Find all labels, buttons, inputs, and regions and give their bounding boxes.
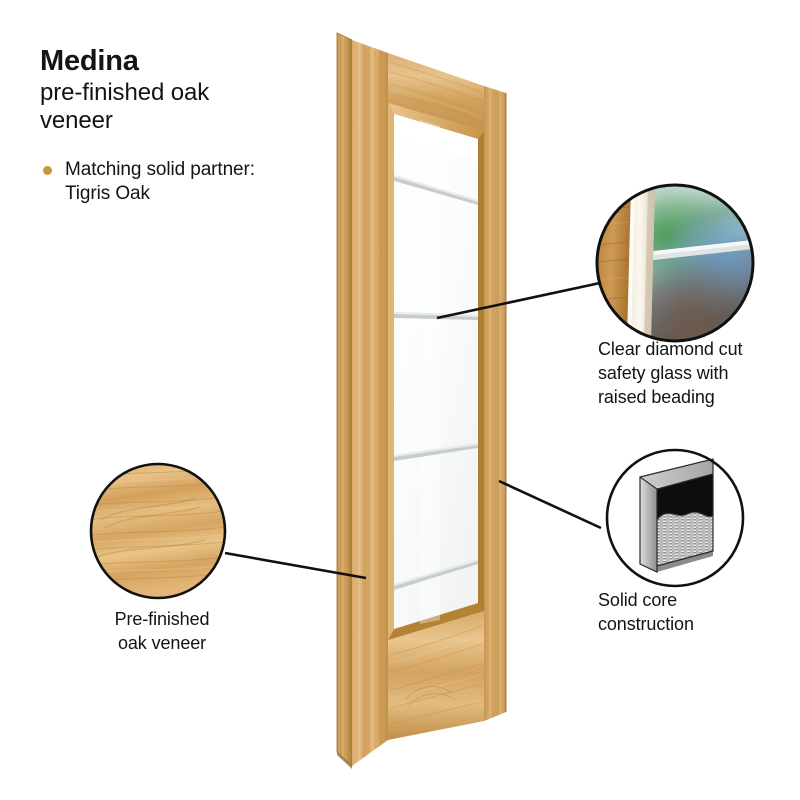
callout-caption-glass: Clear diamond cut safety glass with rais… xyxy=(598,338,798,409)
bullet-line-2: Tigris Oak xyxy=(65,182,150,204)
product-subtitle: pre-finished oak veneer xyxy=(40,79,330,134)
feature-bullet-list: Matching solid partner: Tigris Oak xyxy=(40,158,330,205)
callout-glass-line-2: safety glass with xyxy=(598,362,729,383)
door-stile-right xyxy=(484,86,506,721)
callout-caption-core: Solid core construction xyxy=(598,589,788,637)
product-subtitle-line-1: pre-finished oak xyxy=(40,79,210,107)
page-title: Medina xyxy=(40,45,139,77)
leader-lines xyxy=(224,281,602,580)
bullet-line-1: Matching solid partner: xyxy=(65,159,255,181)
callout-core-line-2: construction xyxy=(598,613,694,634)
door-stile-left xyxy=(352,40,388,766)
callout-core-line-1: Solid core xyxy=(598,590,678,610)
product-text-block: Medina pre-finished oak veneer Matching … xyxy=(40,45,330,205)
leader-line-glass xyxy=(436,281,601,320)
solid-core-block-icon xyxy=(639,458,714,573)
door-rail-bottom xyxy=(388,611,484,740)
callout-veneer[interactable] xyxy=(88,462,230,600)
callout-glass-line-3: raised beading xyxy=(598,386,715,407)
list-item: Matching solid partner: Tigris Oak xyxy=(40,158,330,205)
callout-glass-line-1: Clear diamond cut xyxy=(598,339,743,359)
door-edge-left xyxy=(337,33,352,766)
door-graphic xyxy=(336,32,507,769)
leader-line-core xyxy=(498,479,602,530)
callout-veneer-line-2: oak veneer xyxy=(117,632,207,653)
leader-line-veneer xyxy=(224,551,367,580)
glazing-bars xyxy=(394,175,478,590)
callout-core[interactable] xyxy=(605,448,745,588)
bullet-dot-icon xyxy=(43,166,52,176)
callout-glass[interactable] xyxy=(595,183,755,343)
callout-caption-veneer: Pre-finished oak veneer xyxy=(52,608,272,656)
door-rail-top xyxy=(388,53,484,131)
callout-veneer-line-1: Pre-finished xyxy=(114,609,210,629)
product-subtitle-line-2: veneer xyxy=(40,106,113,134)
door-glass-panel xyxy=(394,114,478,629)
